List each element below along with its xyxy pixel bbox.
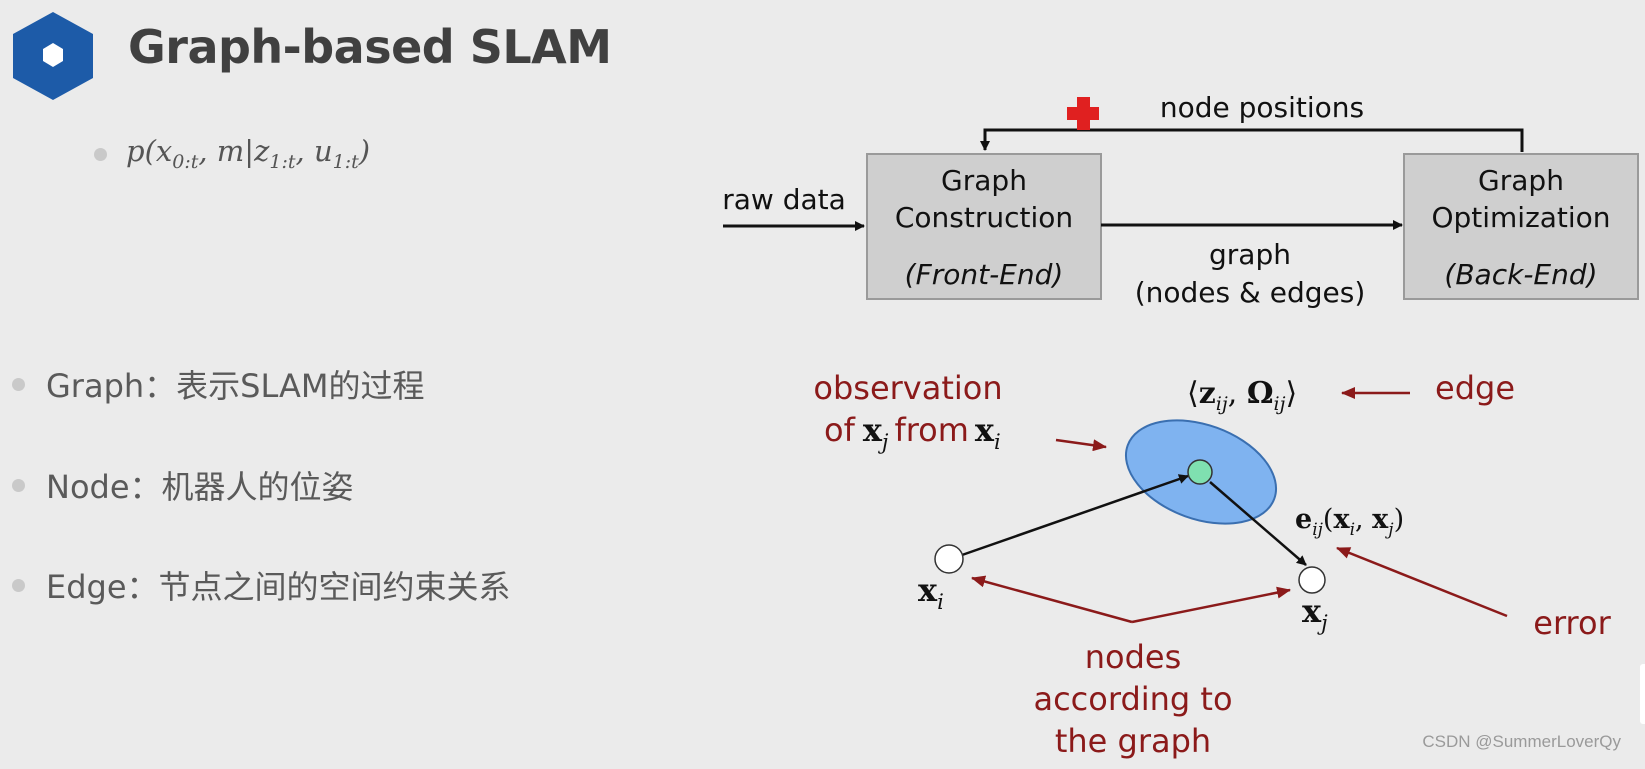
bullet-graph: Graph：表示SLAM的过程: [12, 364, 425, 405]
bullet-graph-text: Graph：表示SLAM的过程: [46, 367, 425, 405]
front-box-line1: Graph: [941, 164, 1027, 197]
nodes-pointer-right: [1131, 586, 1291, 624]
nodes-pointer-left: [971, 575, 1133, 624]
bullet-dot: [12, 578, 25, 592]
slide-title: Graph-based SLAM: [128, 20, 612, 74]
plus-icon: [1067, 97, 1099, 130]
bullet-dot: [12, 478, 25, 492]
node-xj-label: xj: [1302, 592, 1328, 635]
error-label: error: [1533, 604, 1611, 642]
feedback-arrow: [980, 128, 1524, 152]
back-box-line1: Graph: [1478, 164, 1564, 197]
bullet-node: Node：机器人的位姿: [12, 465, 354, 506]
back-box-line2: Optimization: [1431, 201, 1610, 234]
watermark: CSDN @SummerLoverQy: [1422, 732, 1621, 751]
error-arrow: [1209, 481, 1307, 566]
back-end-box: [1403, 153, 1639, 300]
front-box-line2: Construction: [895, 201, 1073, 234]
scroll-edge-handle[interactable]: [1640, 664, 1645, 724]
observed-node: [1187, 459, 1213, 485]
bullet-dot: [12, 377, 25, 391]
node-xi-label: xi: [918, 571, 944, 614]
hexagon-logo-icon: [13, 12, 93, 100]
nodes-label-line2: according to: [1033, 680, 1232, 718]
middle-label-line2: (nodes & edges): [1135, 276, 1366, 309]
middle-label-line1: graph: [1209, 238, 1291, 271]
edge-arrow-xi-to-observation: [961, 474, 1189, 557]
error-pointer: [1336, 546, 1508, 618]
bullet-edge: Edge：节点之间的空间约束关系: [12, 565, 511, 606]
bullet-edge-text: Edge：节点之间的空间约束关系: [46, 568, 511, 606]
feedback-label: node positions: [1160, 91, 1364, 124]
edge-label: edge: [1435, 369, 1515, 407]
input-label: raw data: [722, 183, 846, 216]
node-xj: [1298, 566, 1326, 594]
nodes-label-line1: nodes: [1085, 638, 1182, 676]
error-math: eij(xi, xj): [1295, 504, 1404, 540]
bullet-node-text: Node：机器人的位姿: [46, 468, 354, 506]
nodes-label-line3: the graph: [1055, 722, 1211, 760]
edge-math: ⟨zij, Ωij⟩: [1187, 376, 1297, 415]
probability-formula: p(x0:t, m|z1:t, u1:t): [126, 134, 371, 173]
formula-bullet-dot: [94, 148, 107, 161]
observation-label-line1: observation: [813, 369, 1002, 407]
front-box-line3: (Front-End): [905, 258, 1064, 291]
node-xi: [934, 544, 964, 574]
back-box-line3: (Back-End): [1444, 258, 1597, 291]
observation-pointer: [1055, 438, 1107, 452]
